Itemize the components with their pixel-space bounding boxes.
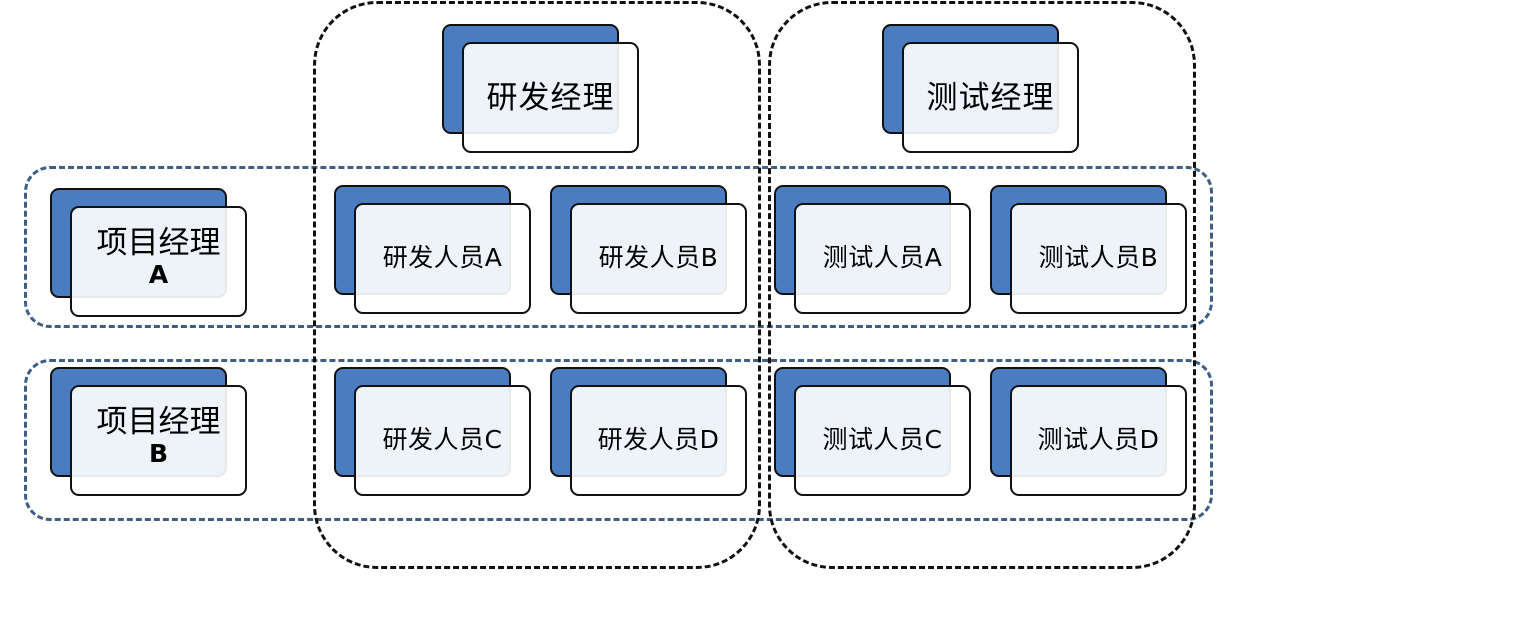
member-node-test-d: 测试人员D xyxy=(990,367,1187,496)
member-node-dev-a: 研发人员A xyxy=(334,185,531,314)
card-face: 研发人员A xyxy=(354,203,531,314)
member-label: 研发人员A xyxy=(382,242,503,272)
member-node-dev-c: 研发人员C xyxy=(334,367,531,496)
project-manager-a-node: 项目经理 A xyxy=(50,188,247,317)
test-manager-node: 测试经理 xyxy=(882,24,1079,153)
dev-manager-node: 研发经理 xyxy=(442,24,639,153)
member-label: 测试人员B xyxy=(1038,242,1159,272)
member-label: 测试人员A xyxy=(822,242,943,272)
dev-department-group xyxy=(313,1,761,569)
dev-manager-label: 研发经理 xyxy=(486,80,615,116)
project-manager-b-node: 项目经理 B xyxy=(50,367,247,496)
member-label: 测试人员D xyxy=(1037,424,1160,454)
card-face: 研发人员B xyxy=(570,203,747,314)
member-label: 研发人员B xyxy=(598,242,719,272)
card-face: 项目经理 A xyxy=(70,206,247,317)
member-node-test-b: 测试人员B xyxy=(990,185,1187,314)
member-node-test-a: 测试人员A xyxy=(774,185,971,314)
card-face: 研发人员C xyxy=(354,385,531,496)
project-a-group xyxy=(24,166,1213,328)
card-face: 测试人员A xyxy=(794,203,971,314)
card-face: 测试人员C xyxy=(794,385,971,496)
member-label: 研发人员D xyxy=(597,424,720,454)
project-manager-b-label: 项目经理 xyxy=(96,403,221,440)
test-manager-label: 测试经理 xyxy=(926,80,1055,116)
project-manager-a-label: 项目经理 xyxy=(96,224,221,261)
card-face: 研发人员D xyxy=(570,385,747,496)
member-label: 测试人员C xyxy=(822,424,943,454)
test-department-group xyxy=(768,1,1196,569)
card-face: 测试经理 xyxy=(902,42,1079,153)
member-node-dev-b: 研发人员B xyxy=(550,185,747,314)
card-face: 项目经理 B xyxy=(70,385,247,496)
card-face: 研发经理 xyxy=(462,42,639,153)
member-node-dev-d: 研发人员D xyxy=(550,367,747,496)
card-face: 测试人员B xyxy=(1010,203,1187,314)
project-b-group xyxy=(24,359,1213,521)
project-manager-a-letter: A xyxy=(148,259,169,289)
member-label: 研发人员C xyxy=(382,424,503,454)
member-node-test-c: 测试人员C xyxy=(774,367,971,496)
card-face: 测试人员D xyxy=(1010,385,1187,496)
project-manager-b-letter: B xyxy=(148,438,169,468)
